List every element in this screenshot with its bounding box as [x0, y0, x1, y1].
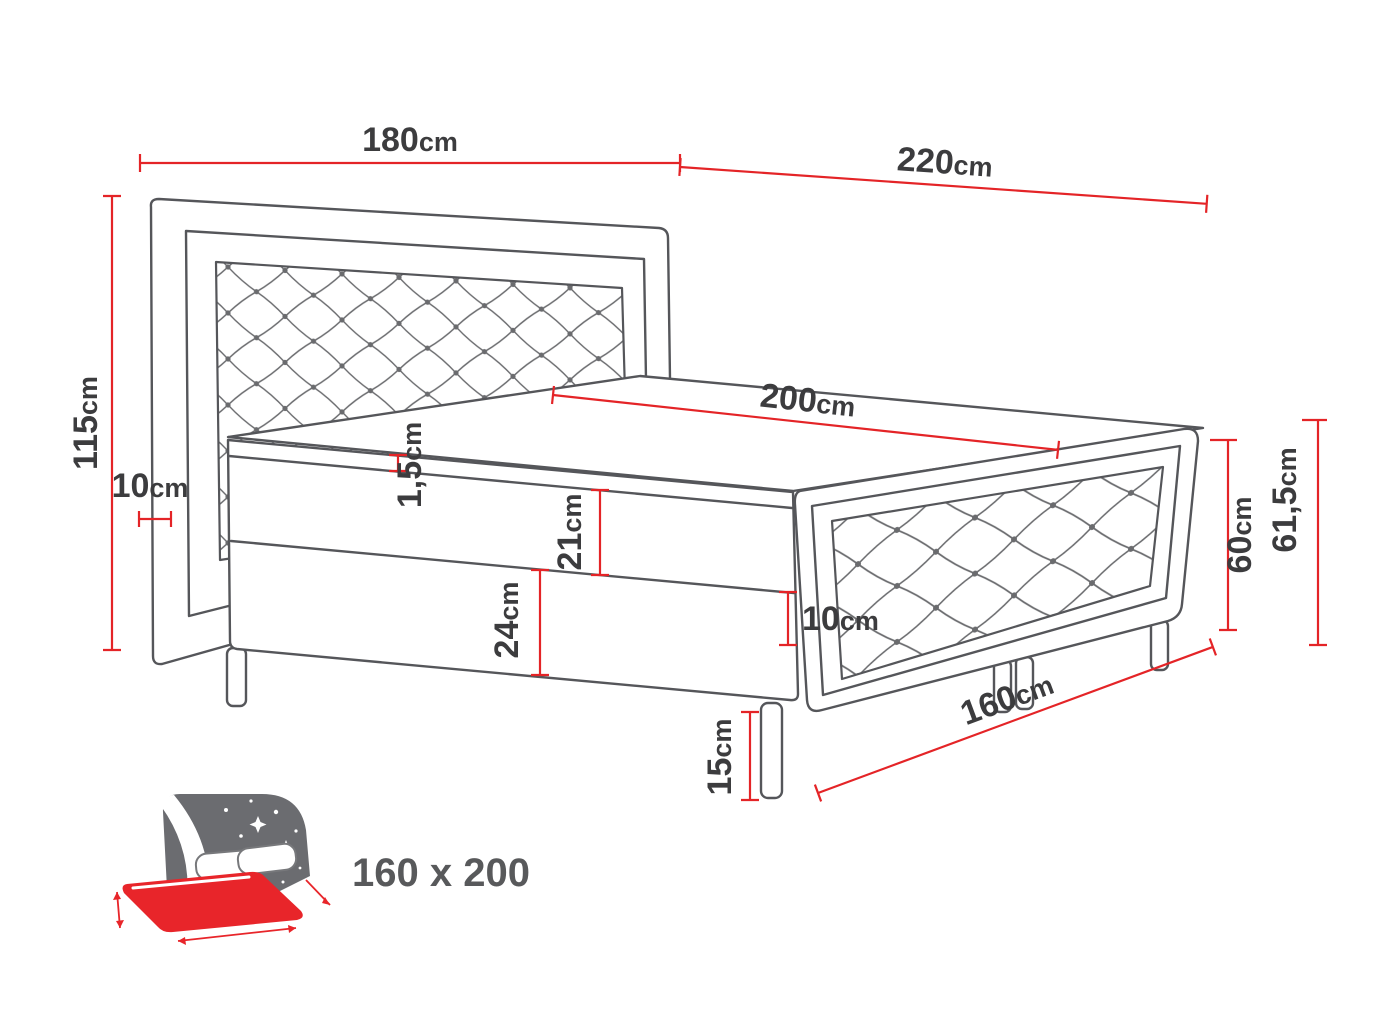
dimension-line — [531, 568, 549, 677]
leg-far-right — [1149, 618, 1170, 672]
dim-label-15: 15cm — [701, 719, 739, 796]
dim-unit: cm — [953, 150, 994, 183]
dimension-21cm: 21cm — [551, 488, 609, 577]
dimension-10cm-headboard: 10cm — [112, 467, 189, 527]
icon-measure-arrows — [113, 879, 331, 945]
dimension-line — [103, 194, 121, 652]
bed-front-face — [226, 438, 800, 702]
leg-front-foot — [759, 701, 784, 800]
dimension-200cm: 200cm — [550, 377, 1061, 459]
dim-label-220: 220cm — [896, 140, 994, 185]
dimension-60cm: 60cm — [1210, 438, 1259, 632]
dim-value: 15 — [701, 758, 739, 796]
dim-value: 180 — [362, 121, 419, 159]
dim-label-21: 21cm — [551, 494, 589, 571]
dim-value: 60 — [1221, 536, 1259, 574]
dimension-line — [550, 385, 1061, 459]
dimension-line — [678, 157, 1209, 213]
dim-value: 61,5 — [1266, 486, 1304, 552]
dim-unit: cm — [1227, 497, 1257, 536]
dim-value: 200 — [758, 377, 819, 421]
dim-unit: cm — [494, 582, 524, 621]
dim-label-200: 200cm — [758, 377, 857, 425]
dim-unit: cm — [149, 473, 188, 503]
dimension-line — [779, 590, 797, 647]
dimension-180cm: 180cm — [138, 121, 682, 172]
dim-unit: cm — [397, 422, 427, 461]
dim-unit: cm — [815, 389, 857, 423]
dimension-220cm: 220cm — [678, 140, 1209, 213]
dim-value: 10 — [112, 467, 150, 505]
dim-value: 21 — [551, 533, 589, 571]
foot-panel-inner-frame — [810, 444, 1182, 697]
dim-unit: cm — [1272, 447, 1302, 486]
dim-unit: cm — [419, 127, 458, 157]
dimension-15cm: 15cm — [701, 710, 759, 802]
dim-value: 220 — [896, 140, 955, 182]
foot-panel — [793, 427, 1200, 713]
size-label: 160 x 200 — [352, 851, 530, 895]
dimension-115cm: 115cm — [67, 194, 121, 652]
icon-mattress — [122, 871, 303, 933]
mattress-topper-seam — [227, 454, 794, 510]
foot-panel-tufted — [830, 465, 1165, 681]
bed-drawing — [149, 197, 1205, 800]
dim-label-61-5: 61,5cm — [1266, 447, 1304, 552]
dim-label-24: 24cm — [488, 582, 526, 659]
dim-label-115: 115cm — [67, 376, 105, 470]
dim-value: 24 — [488, 621, 526, 659]
icon-mattress-sheet-line — [131, 875, 251, 890]
dimension-line — [741, 710, 759, 802]
dimension-line — [591, 488, 609, 577]
dim-value: 115 — [67, 415, 105, 470]
dim-value: 10 — [802, 600, 840, 638]
dim-value: 1,5 — [391, 461, 429, 508]
dim-label-60: 60cm — [1221, 497, 1259, 574]
dimension-10cm-base: 10cm — [779, 590, 879, 647]
dim-label-10-base: 10cm — [802, 600, 879, 638]
dimension-line — [1302, 418, 1327, 647]
size-thumbnail: 160 x 200 — [113, 794, 530, 945]
dim-label-180: 180cm — [362, 121, 458, 159]
mattress-box-seam — [229, 539, 796, 595]
dimension-line — [1210, 438, 1237, 632]
icon-pillow-right — [236, 842, 298, 876]
dimension-line — [389, 453, 407, 473]
mattress-top-surface — [226, 374, 1205, 493]
dim-unit: cm — [557, 494, 587, 533]
dim-unit: cm — [73, 376, 103, 415]
dimension-1-5cm: 1,5cm — [389, 422, 429, 508]
front-face-panel — [226, 438, 800, 702]
leg-headboard — [225, 646, 248, 708]
dim-label-10-headboard: 10cm — [112, 467, 189, 505]
bed-thumbnail-icon — [113, 794, 331, 945]
dimension-line — [137, 511, 173, 527]
dim-unit: cm — [707, 719, 737, 758]
dim-unit: cm — [840, 606, 879, 636]
dim-label-1-5: 1,5cm — [391, 422, 429, 508]
dimension-24cm: 24cm — [488, 568, 549, 677]
dimension-line — [813, 638, 1218, 802]
dimension-61-5cm: 61,5cm — [1266, 418, 1327, 647]
